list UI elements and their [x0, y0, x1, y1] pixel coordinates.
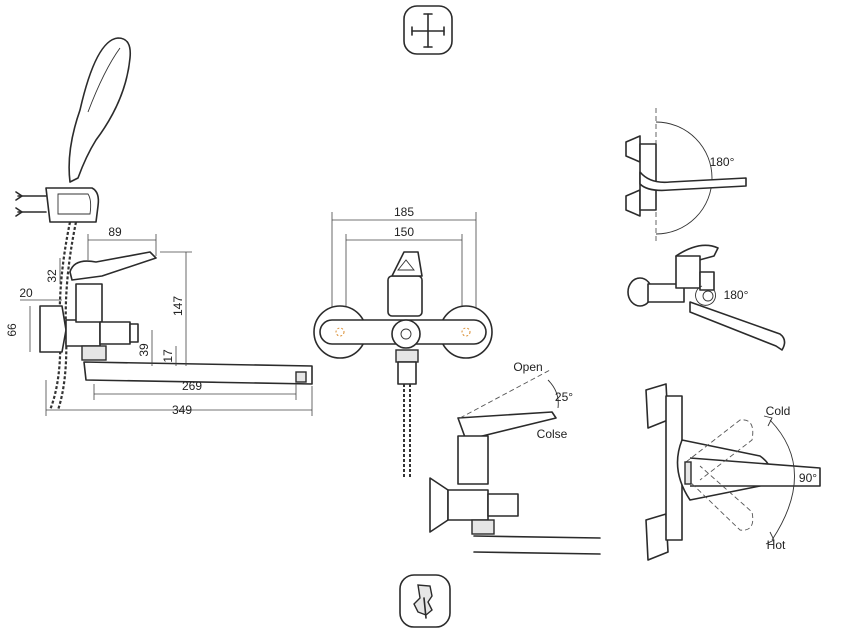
dim-349: 349 [172, 403, 192, 417]
dim-269: 269 [182, 379, 202, 393]
dim-20: 20 [19, 286, 33, 300]
crosshair-install-icon [403, 5, 453, 55]
label-open: Open [513, 360, 542, 374]
dimension-lines [20, 234, 313, 416]
shower-holder [45, 187, 100, 223]
shower-head-icon [68, 37, 132, 183]
label-hot: Hot [767, 538, 786, 552]
angle-25: 25° [555, 390, 573, 404]
label-close: Colse [537, 427, 568, 441]
front-view-faucet: 185 150 [313, 205, 493, 478]
side-view-faucet: 89 32 20 66 147 39 17 269 349 [5, 37, 313, 417]
dim-150: 150 [394, 225, 414, 239]
lever-tilt-view: Open 25° Colse [429, 360, 601, 555]
lever-rotation-view: Cold 90° Hot [645, 383, 821, 561]
dim-17: 17 [161, 349, 175, 363]
front-lever [391, 251, 423, 277]
lever-handle [69, 251, 157, 281]
dim-185: 185 [394, 205, 414, 219]
angle-180-side: 180° [724, 288, 749, 302]
dim-147: 147 [171, 296, 185, 316]
dim-39: 39 [137, 343, 151, 357]
dim-32: 32 [45, 269, 59, 283]
angle-90: 90° [799, 471, 817, 485]
swivel-perspective-view: 180° [627, 244, 786, 351]
angle-180-top: 180° [710, 155, 735, 169]
dim-89: 89 [108, 225, 122, 239]
wrench-hand-icon [399, 574, 451, 628]
label-cold: Cold [766, 404, 791, 418]
swivel-top-view: 180° [625, 108, 747, 244]
dim-66: 66 [5, 323, 19, 337]
spout [83, 361, 313, 385]
